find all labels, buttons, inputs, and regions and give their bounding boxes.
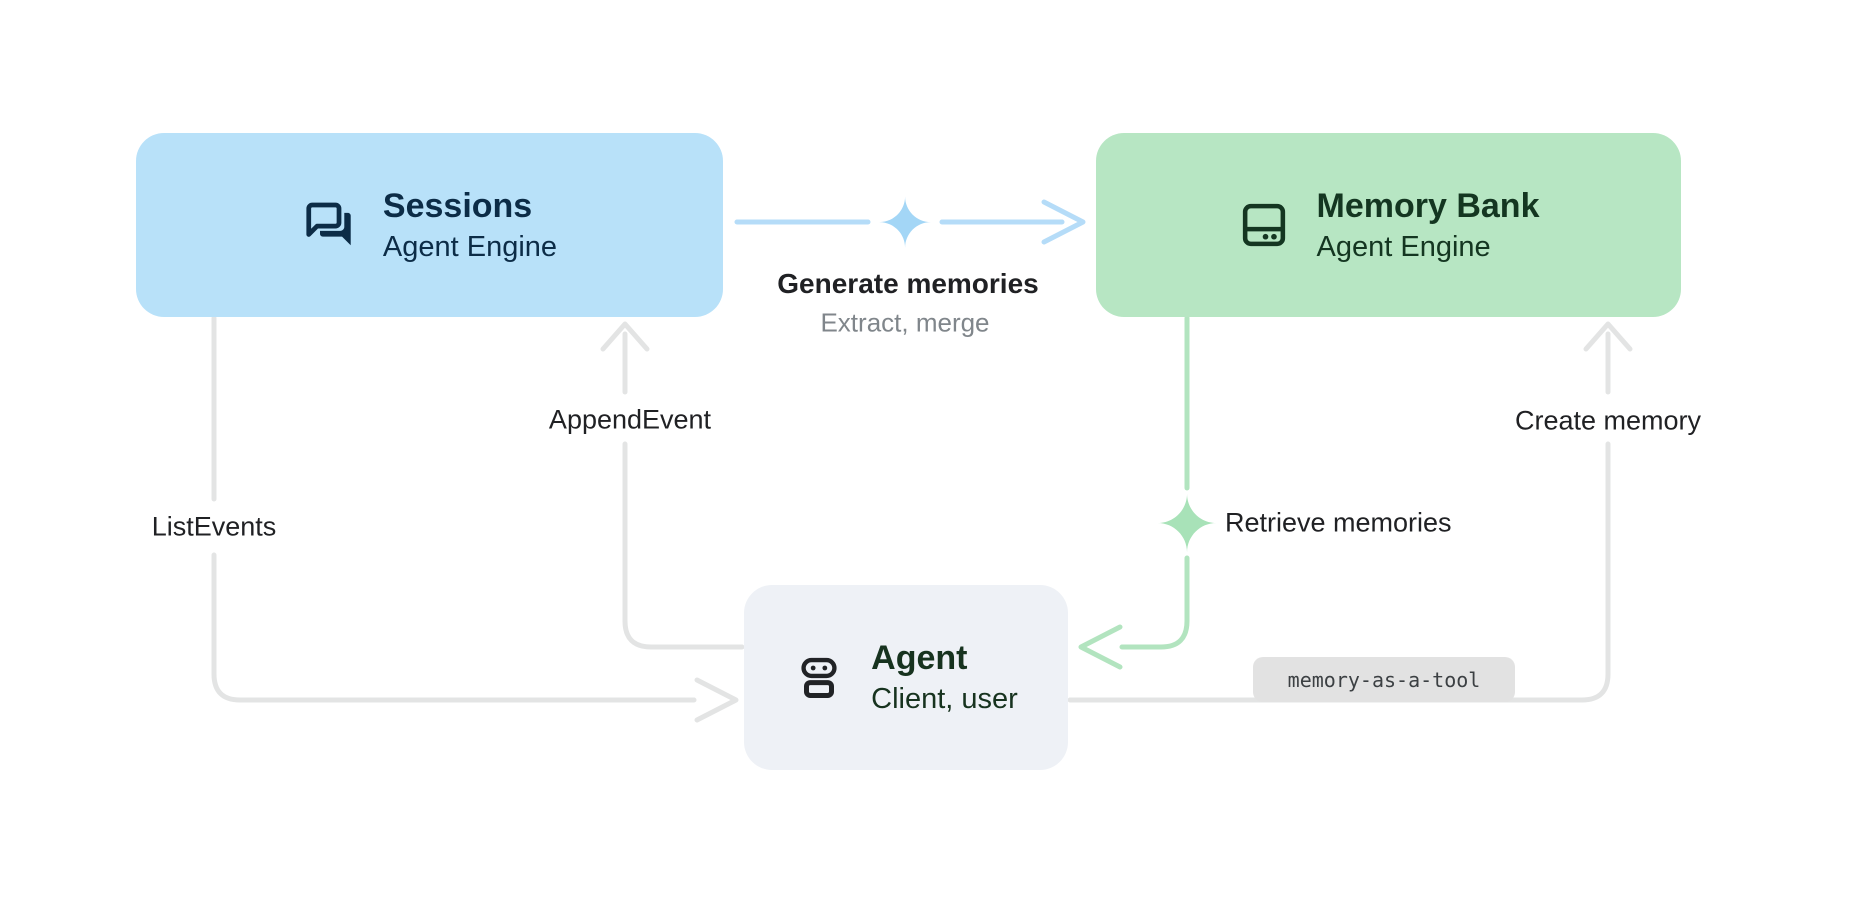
append-event-arrowhead: [600, 321, 650, 352]
node-title: Sessions: [382, 186, 533, 225]
node-text: Memory Bank Agent Engine: [1317, 185, 1540, 266]
list-events-arrowhead: [694, 677, 739, 723]
node-subtitle: Agent Engine: [1316, 230, 1491, 263]
sparkle-icon: [879, 196, 931, 248]
node-sessions: Sessions Agent Engine: [136, 133, 723, 317]
memory-storage-icon: [1242, 203, 1285, 247]
robot-icon: [801, 657, 837, 698]
node-memory-bank: Memory Bank Agent Engine: [1096, 133, 1681, 317]
append-event-label: AppendEvent: [548, 404, 712, 435]
retrieve-memories-arrowhead: [1078, 624, 1123, 670]
node-title: Agent: [871, 639, 968, 677]
memory-as-a-tool-badge: memory-as-a-tool: [1253, 657, 1515, 702]
node-subtitle: Agent Engine: [382, 230, 558, 263]
append-event-line-bottom: [622, 441, 745, 650]
create-memory-label: Create memory: [1514, 405, 1702, 436]
create-memory-line-bottom: [1067, 441, 1611, 703]
create-memory-arrowhead: [1583, 321, 1633, 352]
node-title: Memory Bank: [1316, 186, 1540, 225]
node-subtitle: Client, user: [871, 683, 1018, 715]
generate-memories-arrowhead: [1041, 199, 1086, 245]
retrieve-memories-line-bottom: [1119, 555, 1190, 650]
sparkle-icon: [1157, 493, 1217, 553]
node-agent: Agent Client, user: [744, 585, 1068, 770]
node-text: Sessions Agent Engine: [383, 185, 557, 266]
list-events-label: ListEvents: [151, 511, 277, 542]
node-text: Agent Client, user: [871, 637, 1018, 718]
retrieve-memories-label: Retrieve memories: [1225, 507, 1452, 538]
chat-forum-icon: [306, 202, 351, 246]
generate-memories-label: Generate memories: [777, 268, 1039, 299]
list-events-line-bottom: [211, 552, 697, 703]
generate-memories-sublabel: Extract, merge: [820, 307, 990, 338]
